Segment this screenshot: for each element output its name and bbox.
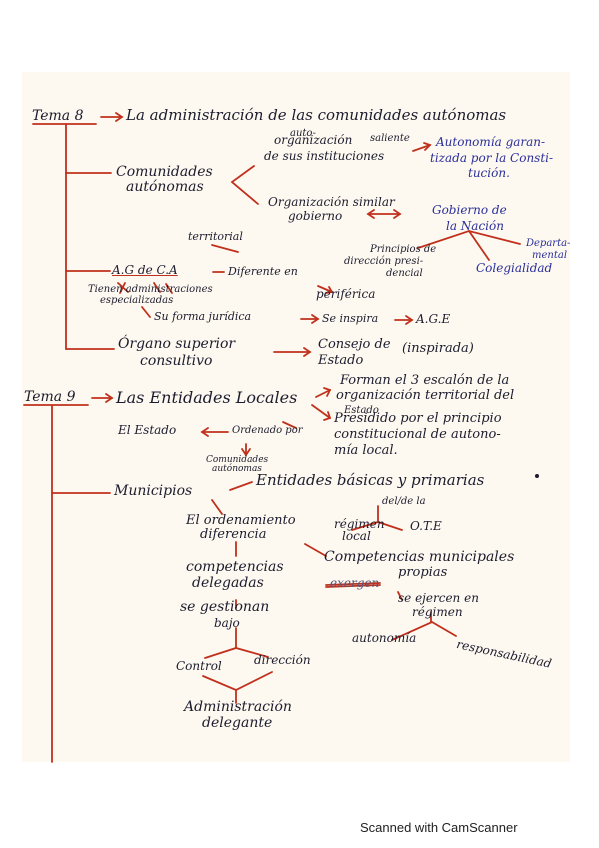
- direccion: dirección: [254, 653, 311, 667]
- autoorganizacion: organización: [274, 133, 353, 147]
- principios-1: Principios de: [370, 244, 437, 255]
- forman-2: organización territorial del: [336, 388, 515, 403]
- forman-3: Estado: [344, 405, 379, 416]
- org-gobierno: gobierno: [288, 209, 343, 223]
- comp-delegadas-2: delegadas: [192, 575, 264, 591]
- arrow-saliente: [412, 144, 431, 152]
- age: A.G.E: [416, 312, 451, 326]
- gestionan-1: se gestionan: [180, 599, 270, 615]
- comp-delegadas-1: competencias: [186, 559, 284, 575]
- comp-municipales-1: Competencias municipales: [324, 549, 515, 565]
- gob-nacion-1: Gobierno de: [432, 203, 507, 217]
- sus-instituciones: de sus instituciones: [264, 149, 385, 163]
- entidades-basicas: Entidades básicas y primarias: [256, 471, 485, 489]
- periferica: periférica: [316, 287, 376, 301]
- comunidades-2: autónomas: [212, 464, 262, 474]
- el-estado: El Estado: [118, 423, 177, 437]
- presidido-1: Presidido por el principio: [334, 411, 502, 426]
- scanned-notebook-page: [22, 72, 570, 762]
- garant-line2: tizada por la Consti-: [430, 151, 554, 165]
- ote: O.T.E: [410, 519, 442, 533]
- camscanner-watermark: Scanned with CamScanner: [360, 820, 518, 835]
- inspirada: (inspirada): [402, 341, 474, 356]
- tema9-title: Las Entidades Locales: [116, 388, 298, 407]
- territorial: territorial: [188, 230, 243, 243]
- auto-prefix: auto-: [290, 128, 316, 139]
- gob-nacion-2: la Nación: [446, 219, 504, 233]
- tienen-admin-2: especializadas: [100, 295, 174, 306]
- consejo-1: Consejo de: [318, 337, 391, 352]
- garant-line3: tución.: [468, 166, 510, 180]
- administracion-1: Administración: [184, 699, 292, 715]
- colegialidad: Colegialidad: [476, 261, 553, 275]
- organo-2: consultivo: [140, 353, 213, 369]
- administracion-2: delegante: [202, 715, 273, 731]
- principios-3: dencial: [386, 268, 423, 279]
- ca-line1: Comunidades: [116, 164, 213, 180]
- principios-2: dirección presi-: [344, 256, 424, 267]
- autonomia: autonomía: [352, 631, 417, 645]
- gestionan-2: bajo: [214, 616, 240, 630]
- se-inspira: Se inspira: [322, 312, 379, 325]
- tienen-admin-1: Tienen administraciones: [88, 284, 213, 295]
- ordenamiento-1: El ordenamiento: [186, 513, 296, 528]
- se-ejercen-2: régimen: [412, 605, 463, 619]
- organo-1: Órgano superior: [118, 336, 236, 352]
- diferente-en: Diferente en: [228, 265, 298, 278]
- su-forma: Su forma jurídica: [154, 310, 252, 323]
- tema8-title: La administración de las comunidades aut…: [126, 106, 507, 124]
- tachado: exergen: [330, 576, 380, 590]
- municipios: Municipios: [114, 483, 193, 499]
- agca: A.G de C.A: [112, 263, 178, 277]
- ordenado-por: Ordenado por: [232, 425, 303, 436]
- tema9-label: Tema 9: [24, 389, 76, 405]
- control: Control: [176, 659, 222, 673]
- departamental-1: Departa-: [526, 238, 571, 249]
- comunidades-1: Comunidades: [206, 455, 269, 465]
- org-similar: Organización similar: [268, 195, 395, 209]
- se-ejercen-1: se ejercen en: [398, 591, 479, 605]
- garant-line1: Autonomía garan-: [436, 135, 546, 149]
- del-de-la: del/de la: [382, 496, 426, 507]
- presidido-2: constitucional de autono-: [334, 427, 501, 442]
- departamental-2: mental: [532, 250, 568, 261]
- saliente: saliente: [370, 133, 410, 144]
- tema8-label: Tema 8: [32, 108, 84, 124]
- regimen-1: régimen: [334, 517, 385, 531]
- presidido-3: mía local.: [334, 443, 398, 458]
- fork-ca: [230, 165, 259, 205]
- regimen-2: local: [342, 529, 371, 543]
- forman-1: Forman el 3 escalón de la: [340, 373, 510, 388]
- ca-line2: autónomas: [126, 179, 204, 195]
- consejo-2: Estado: [318, 353, 364, 368]
- comp-municipales-2: propias: [398, 565, 448, 580]
- ordenamiento-2: diferencia: [200, 527, 267, 542]
